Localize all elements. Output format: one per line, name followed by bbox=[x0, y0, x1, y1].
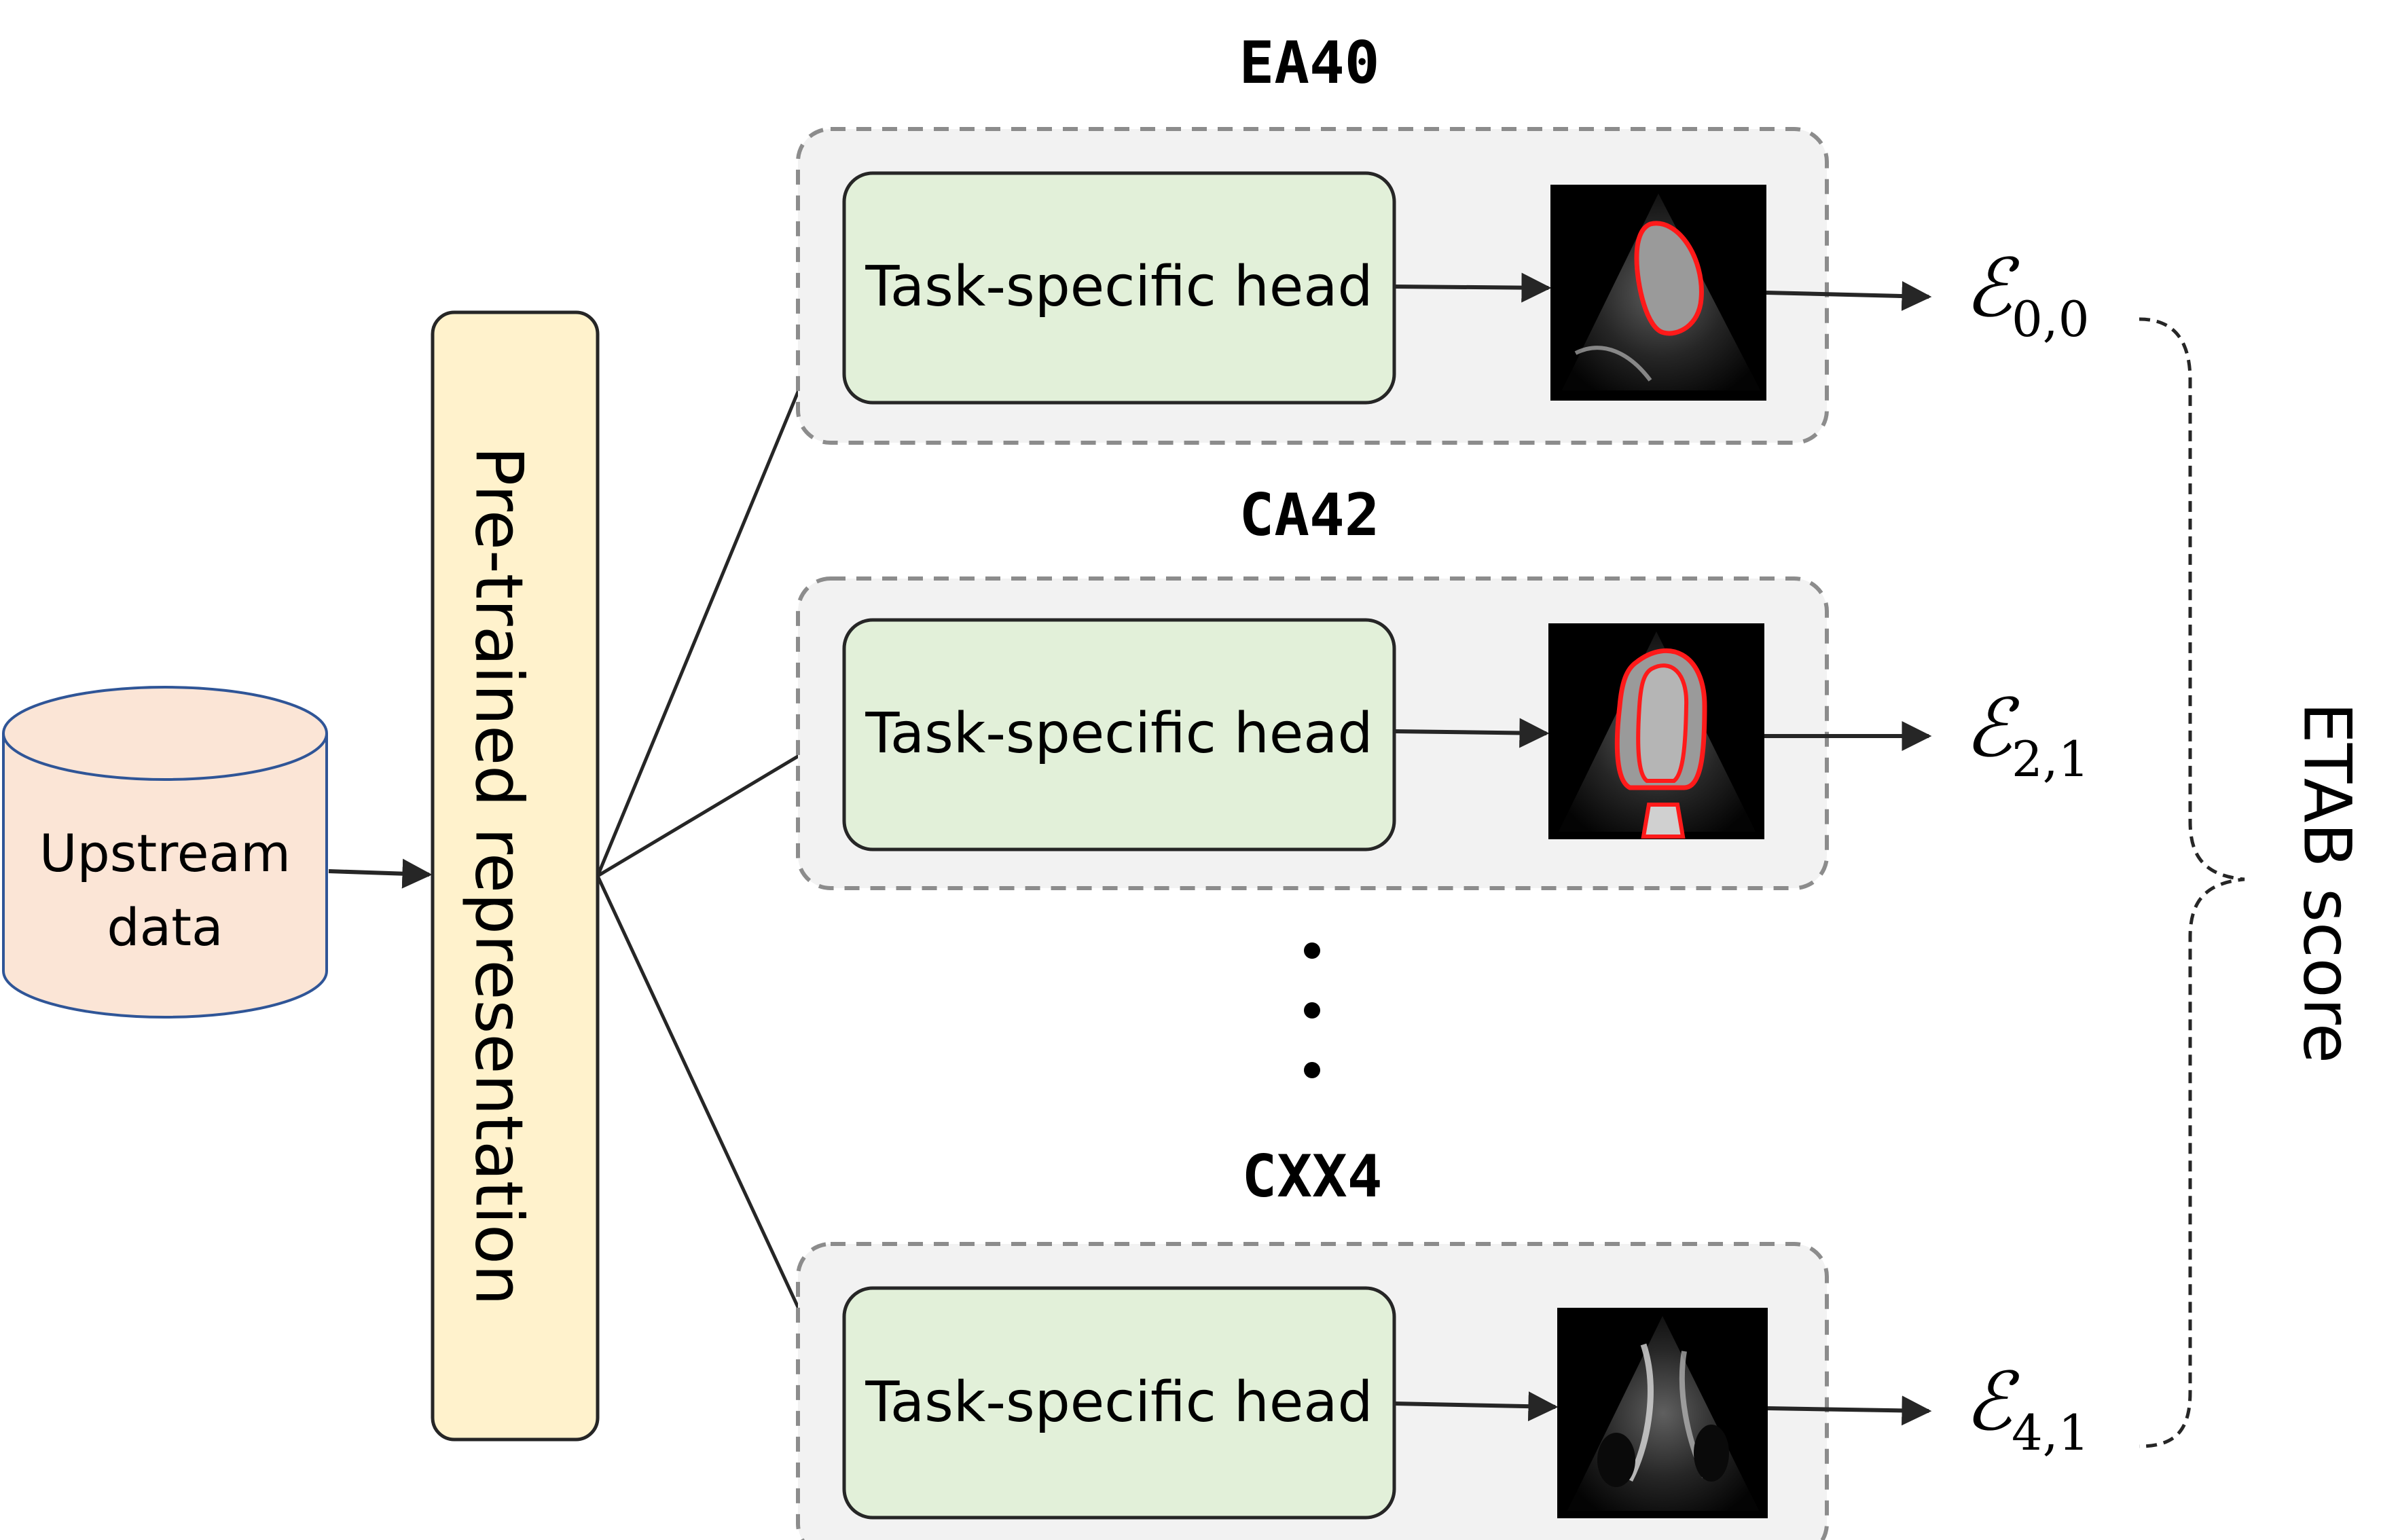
image-to-score-arrow bbox=[1767, 1395, 1932, 1426]
database-cylinder-icon bbox=[2, 686, 328, 781]
score-symbol: ℰ bbox=[1964, 241, 2020, 335]
etab-score-label: ETAB score bbox=[2289, 702, 2365, 1063]
segmentation-contour bbox=[1634, 221, 1704, 336]
task-title: CXX4 bbox=[1241, 1143, 1382, 1211]
image-to-score-arrow bbox=[1766, 281, 1932, 311]
task-head-label: Task-specific head bbox=[865, 255, 1373, 319]
score-symbol: ℰ bbox=[1964, 681, 2020, 775]
task-head-label: Task-specific head bbox=[865, 1370, 1373, 1435]
backbone-label: Pre-trained representation bbox=[461, 446, 537, 1305]
score-subscript: 0,0 bbox=[2012, 291, 2090, 348]
upstream-to-backbone-arrow bbox=[328, 858, 433, 889]
task-head-box bbox=[842, 1286, 1396, 1520]
more-tasks-ellipsis bbox=[1304, 942, 1320, 1078]
task-title: EA40 bbox=[1239, 29, 1379, 97]
task-block-cxx4: CXX4 Task-specific head ℰ 4,1 bbox=[796, 1143, 2090, 1540]
score-subscript: 4,1 bbox=[2012, 1404, 2090, 1461]
task-title: CA42 bbox=[1239, 481, 1379, 549]
upstream-label-line2: data bbox=[107, 897, 223, 957]
head-to-image-arrow bbox=[1394, 272, 1552, 303]
score-subscript: 2,1 bbox=[2012, 731, 2090, 788]
aggregate-brace bbox=[2139, 317, 2245, 1448]
task-block-ca42: CA42 Task-specific head ℰ 2,1 bbox=[796, 481, 2090, 890]
task-block-ea40: EA40 Task-specific head ℰ 0,0 bbox=[796, 29, 2090, 445]
head-to-image-arrow bbox=[1394, 718, 1550, 748]
upstream-data-cylinder: Upstream data bbox=[1, 686, 328, 1019]
task-head-label: Task-specific head bbox=[865, 701, 1373, 766]
task-head-box bbox=[842, 618, 1396, 851]
ultrasound-image-icon bbox=[1557, 1308, 1768, 1518]
pretrained-backbone: Pre-trained representation bbox=[431, 310, 600, 1442]
upstream-label-line1: Upstream bbox=[39, 823, 291, 883]
head-to-image-arrow bbox=[1394, 1391, 1559, 1422]
score-symbol: ℰ bbox=[1964, 1355, 2020, 1448]
ultrasound-image-icon bbox=[1550, 185, 1766, 401]
ultrasound-image-icon bbox=[1548, 623, 1764, 839]
